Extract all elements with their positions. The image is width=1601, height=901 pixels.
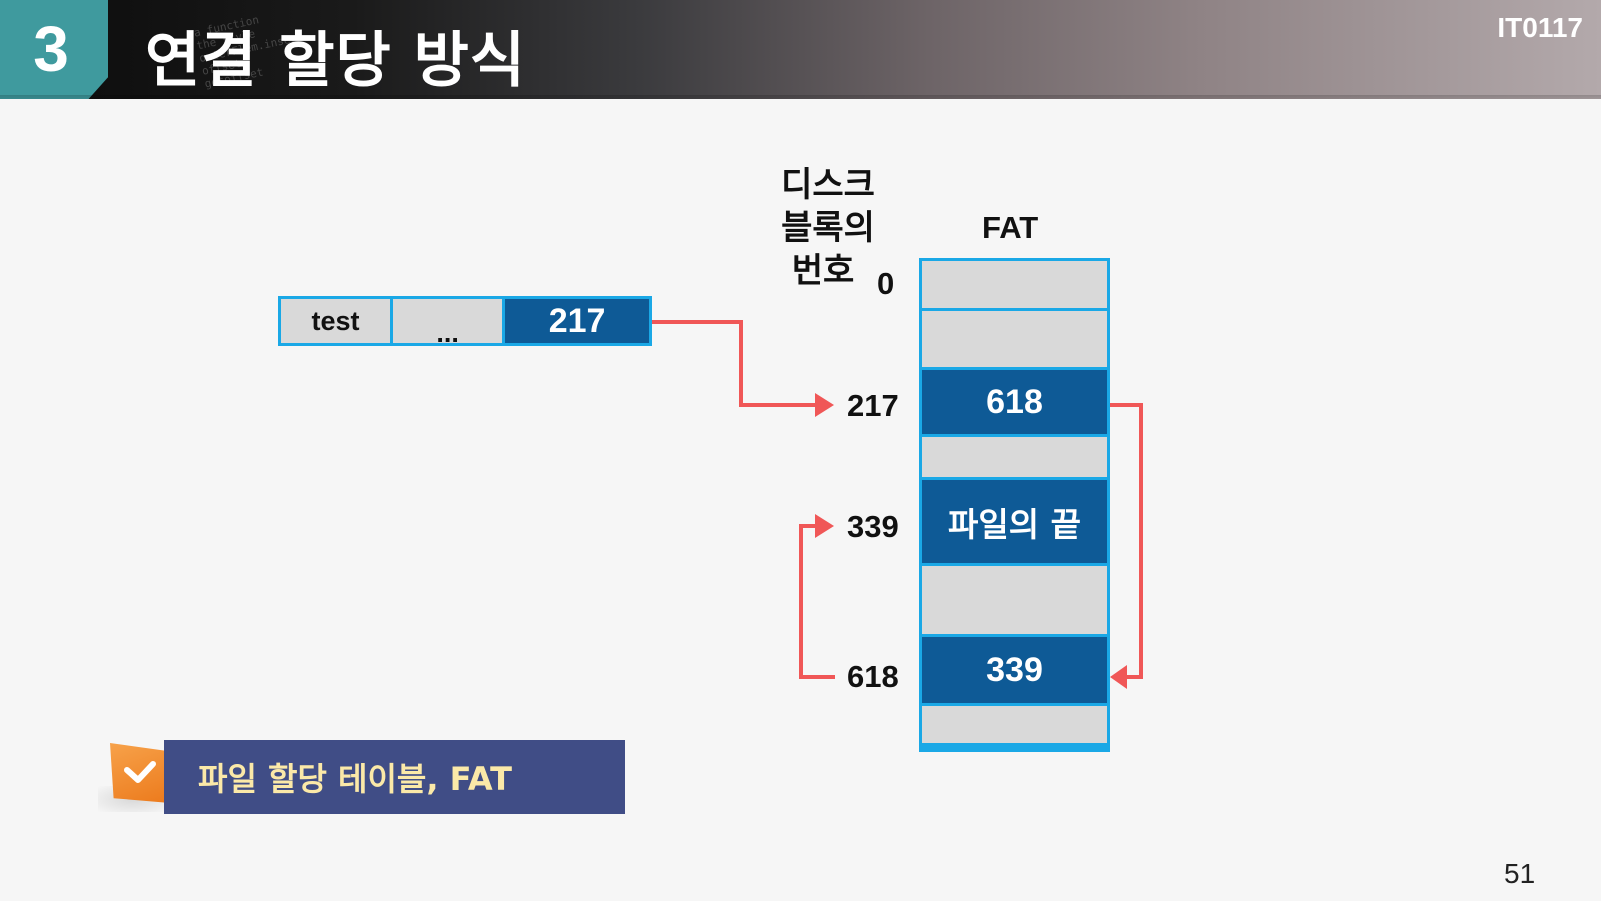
fat-row	[922, 706, 1107, 743]
fat-table: 618 파일의 끝 339	[919, 258, 1110, 752]
page-title: 연결 할당 방식	[145, 26, 526, 96]
fat-row	[922, 311, 1107, 367]
fat-row	[922, 566, 1107, 634]
arrow-339-to-339	[799, 524, 835, 679]
arrowhead-618	[1110, 665, 1127, 689]
callout-box: 파일 할당 테이블, FAT	[164, 740, 625, 814]
arrow-618-to-618	[1110, 403, 1143, 679]
directory-entry: test ... 217	[278, 296, 652, 347]
disk-block-number-label: 디스크 블록의 번호	[781, 165, 875, 291]
page-number: 51	[1504, 858, 1536, 889]
block-number-618: 618	[847, 659, 899, 694]
course-code: IT0117	[1497, 12, 1583, 43]
arrow-entry-to-217	[652, 320, 815, 407]
block-number-217: 217	[847, 388, 899, 423]
fat-row	[922, 261, 1107, 308]
fat-row-217: 618	[922, 370, 1107, 434]
check-tag-icon	[110, 743, 170, 803]
section-number: 3	[0, 0, 108, 99]
fat-row	[922, 437, 1107, 477]
arrowhead-217	[815, 393, 834, 417]
block-number-339: 339	[847, 509, 899, 544]
entry-ellipsis: ...	[393, 299, 503, 347]
entry-start-block: 217	[505, 299, 649, 343]
fat-label: FAT	[982, 210, 1039, 245]
block-number-0: 0	[877, 266, 895, 301]
checkmark-icon	[124, 761, 156, 783]
fat-row-339: 파일의 끝	[922, 480, 1107, 563]
arrowhead-339	[815, 514, 834, 538]
callout-text: 파일 할당 테이블, FAT	[198, 760, 512, 798]
fat-row-618: 339	[922, 637, 1107, 703]
entry-filename: test	[281, 299, 391, 343]
header-bar: a function the style outerFlem.insert of…	[0, 0, 1601, 99]
